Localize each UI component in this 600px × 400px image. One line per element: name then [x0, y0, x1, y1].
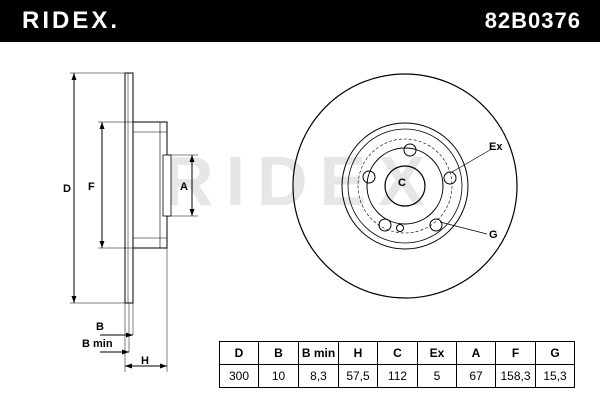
label-h: H	[141, 355, 149, 367]
disc-hat	[132, 121, 168, 249]
disc-friction-ring	[124, 72, 134, 304]
spec-value-row: 300 10 8,3 57,5 112 5 67 158,3 15,3	[219, 364, 575, 388]
label-c: C	[398, 177, 406, 189]
bolt-hole	[429, 218, 443, 232]
spec-header-cell: D	[219, 341, 259, 365]
spec-value-cell: 158,3	[495, 364, 536, 388]
bolt-hole	[378, 218, 392, 232]
spec-value-cell: 8,3	[298, 364, 339, 388]
spec-value-cell: 67	[456, 364, 496, 388]
spec-value-cell: 57,5	[338, 364, 378, 388]
spec-header-cell: B min	[298, 341, 339, 365]
locating-hole	[396, 224, 404, 232]
spec-table: D B B min H C Ex A F G 300 10 8,3 57,5 1…	[219, 341, 575, 388]
front-view	[292, 73, 518, 299]
label-g: G	[489, 229, 498, 241]
side-view	[70, 72, 198, 372]
spec-value-cell: 5	[417, 364, 457, 388]
spec-value-cell: 10	[258, 364, 299, 388]
watermark-text: RIDEX	[163, 142, 437, 220]
dimension-arrowheads	[71, 73, 195, 369]
spec-header-row: D B B min H C Ex A F G	[219, 341, 575, 365]
label-b: B	[96, 321, 104, 333]
label-f: F	[88, 181, 95, 193]
bolt-hole	[362, 170, 376, 184]
spec-header-cell: Ex	[417, 341, 457, 365]
spec-value-cell: 300	[219, 364, 259, 388]
label-b-min: B min	[82, 338, 113, 350]
bolt-hole	[443, 171, 457, 185]
leader-g	[439, 221, 488, 235]
bolt-hole	[403, 143, 417, 157]
part-number: 82B0376	[484, 8, 581, 33]
disc-outer-edge	[292, 73, 518, 299]
leader-ex	[451, 149, 491, 173]
header-bar: RIDEX. 82B0376	[0, 0, 600, 42]
brand-logo: RIDEX.	[22, 7, 121, 34]
center-bore	[384, 165, 426, 207]
spec-value-cell: 112	[377, 364, 418, 388]
spec-header-cell: B	[258, 341, 299, 365]
spec-header-cell: H	[338, 341, 378, 365]
spec-header-cell: A	[456, 341, 496, 365]
spec-header-cell: F	[495, 341, 536, 365]
label-a: A	[180, 181, 188, 193]
spec-header-cell: G	[535, 341, 575, 365]
label-d: D	[63, 183, 71, 195]
spec-value-cell: 15,3	[535, 364, 575, 388]
spec-header-cell: C	[377, 341, 418, 365]
technical-drawing: RIDEX	[63, 72, 518, 372]
label-ex: Ex	[489, 141, 503, 153]
